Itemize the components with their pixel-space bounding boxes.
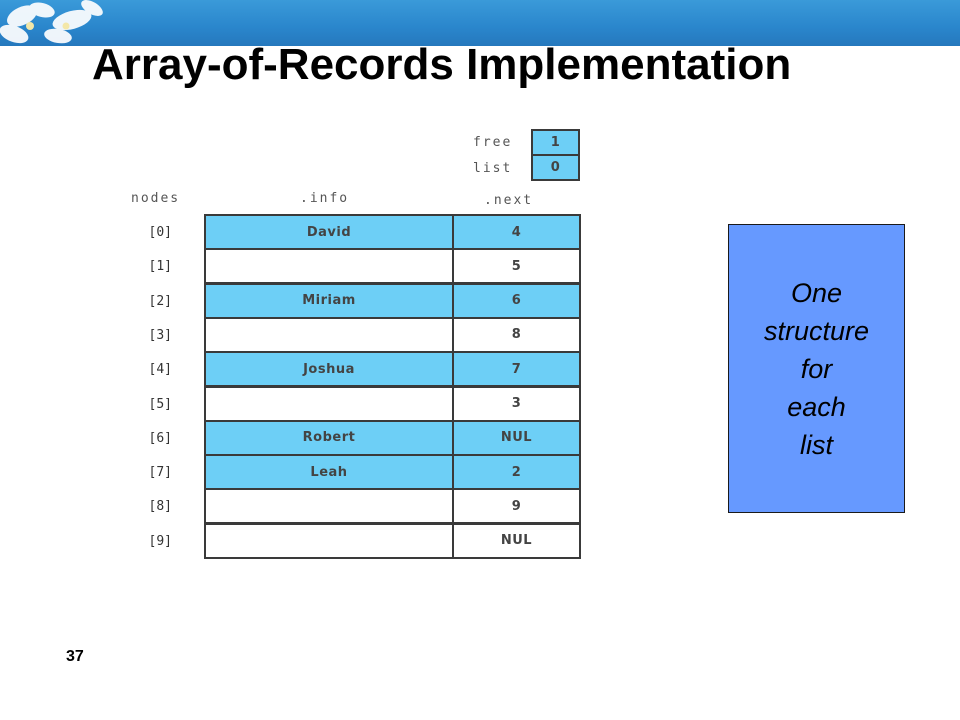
next-value: 6 bbox=[511, 293, 522, 309]
next-cell: 6 bbox=[452, 282, 581, 319]
row-index: [0] bbox=[148, 225, 172, 240]
info-header: .info bbox=[300, 191, 350, 206]
info-value: Miriam bbox=[302, 293, 356, 309]
row-index: [9] bbox=[148, 533, 172, 549]
next-value: NUL bbox=[500, 533, 533, 549]
info-cell: Robert bbox=[204, 419, 454, 456]
next-value: 4 bbox=[511, 224, 522, 240]
note-line: list bbox=[800, 429, 833, 460]
info-value: Robert bbox=[302, 430, 356, 446]
note-line: each bbox=[787, 391, 846, 422]
row-index: [6] bbox=[148, 430, 172, 446]
next-cell: 7 bbox=[452, 351, 581, 388]
list-value-cell: 0 bbox=[531, 154, 580, 181]
next-cell: NUL bbox=[452, 522, 581, 559]
row-index: [7] bbox=[148, 465, 172, 481]
page-number: 37 bbox=[66, 648, 84, 665]
info-cell bbox=[204, 248, 454, 285]
next-value: 3 bbox=[511, 396, 522, 411]
info-value: Joshua bbox=[303, 361, 355, 377]
next-value: 2 bbox=[511, 464, 522, 480]
row-index: [8] bbox=[148, 499, 172, 515]
info-cell bbox=[204, 385, 454, 422]
row-index: [1] bbox=[148, 259, 172, 275]
info-value: David bbox=[306, 224, 352, 240]
next-cell: 4 bbox=[452, 214, 581, 250]
next-value: 5 bbox=[511, 258, 522, 274]
next-cell: 9 bbox=[452, 488, 581, 525]
next-cell: NUL bbox=[452, 419, 581, 456]
header-bar bbox=[0, 0, 960, 46]
note-line: for bbox=[800, 353, 833, 384]
next-value: 7 bbox=[511, 361, 522, 377]
info-cell: Miriam bbox=[204, 282, 454, 319]
next-cell: 2 bbox=[452, 454, 581, 491]
info-cell bbox=[204, 522, 454, 559]
list-label: list bbox=[473, 161, 513, 176]
free-value: 1 bbox=[550, 135, 561, 150]
slide-title: Array-of-Records Implementation bbox=[92, 40, 792, 89]
info-cell bbox=[204, 488, 454, 525]
nodes-header: nodes bbox=[131, 191, 181, 206]
info-cell bbox=[204, 316, 454, 353]
note-line: One bbox=[790, 277, 843, 308]
info-value: Leah bbox=[310, 464, 348, 480]
note-line: structure bbox=[763, 315, 870, 346]
free-label: free bbox=[473, 135, 513, 150]
info-cell: Leah bbox=[204, 454, 454, 491]
info-cell: Joshua bbox=[204, 351, 454, 388]
next-value: 8 bbox=[511, 327, 522, 343]
list-value: 0 bbox=[550, 160, 561, 175]
row-index: [2] bbox=[148, 293, 172, 309]
next-value: NUL bbox=[500, 430, 533, 446]
note-box: One structure for each list bbox=[728, 224, 905, 513]
row-index: [3] bbox=[148, 327, 172, 343]
next-cell: 8 bbox=[452, 316, 581, 353]
row-index: [5] bbox=[148, 396, 172, 412]
next-value: 9 bbox=[511, 498, 522, 514]
next-header: .next bbox=[484, 193, 534, 208]
next-cell: 3 bbox=[452, 385, 581, 422]
info-cell: David bbox=[204, 214, 454, 250]
row-index: [4] bbox=[148, 362, 172, 378]
next-cell: 5 bbox=[452, 248, 581, 285]
flower-decoration-icon bbox=[0, 0, 110, 46]
